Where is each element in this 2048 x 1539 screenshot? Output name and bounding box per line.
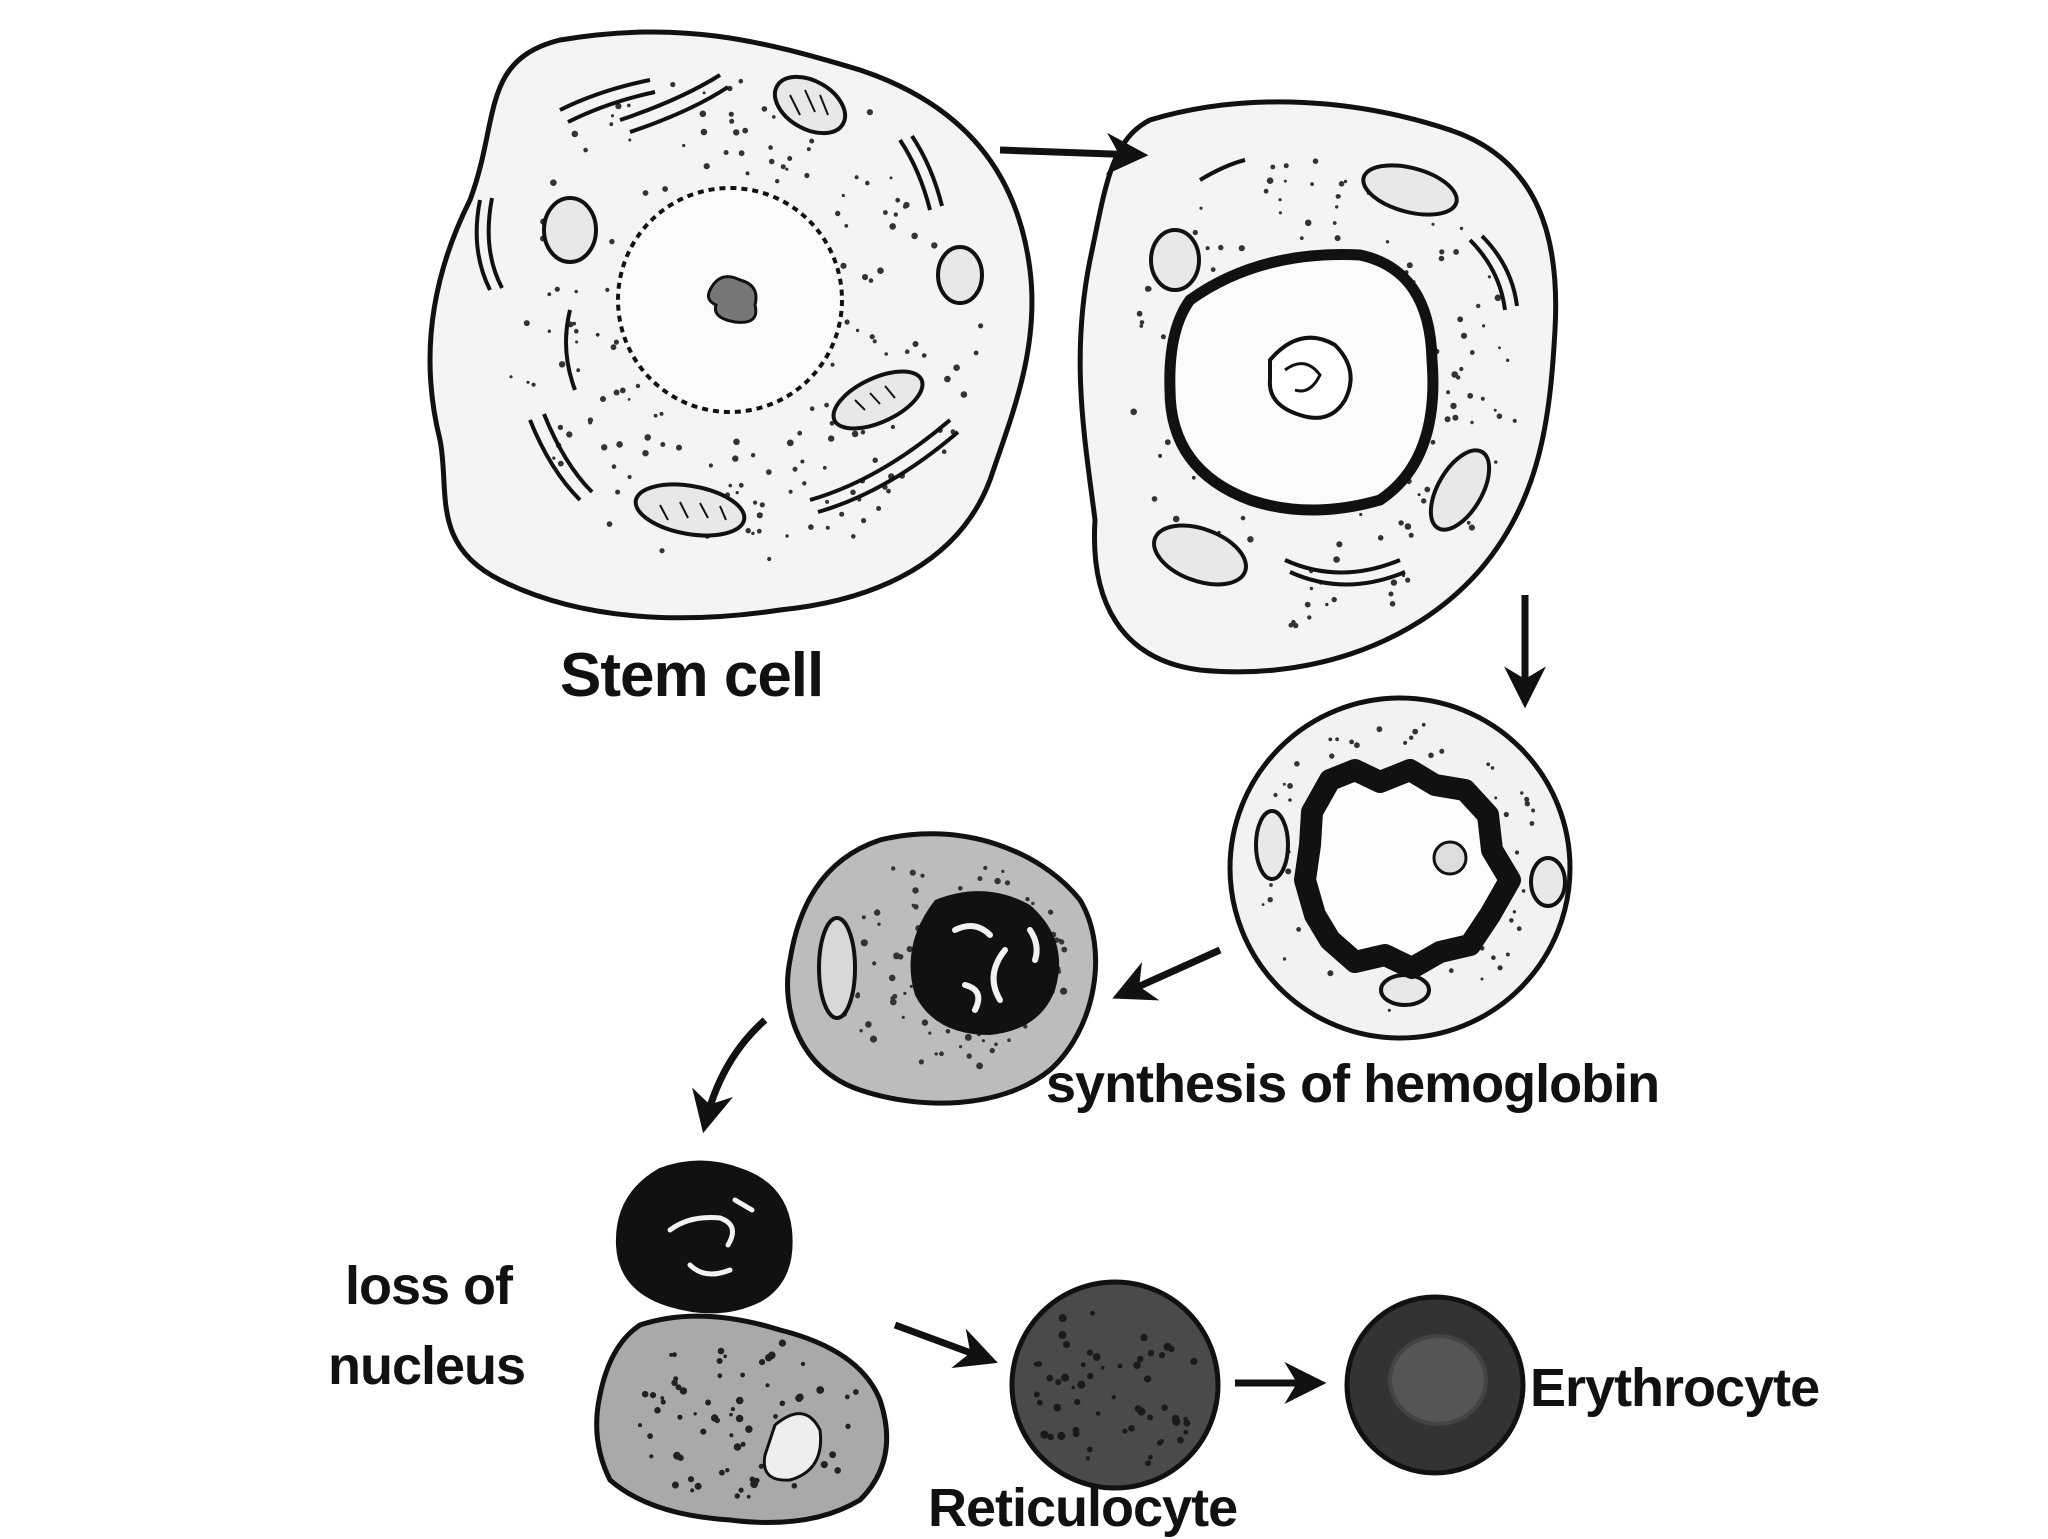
basophilic-erythroblast-nucleus [1294,759,1521,979]
reticulocyte-reticulum [1033,1310,1198,1467]
polychromatic-erythroblast-chromatin-gaps [952,923,1040,1013]
basophilic-erythroblast-granules [1259,722,1548,1012]
label-reticulocyte: Reticulocyte [928,1478,1238,1538]
basophilic-erythroblast [1227,695,1573,1041]
polychromatic-erythroblast [785,831,1099,1106]
label-hemoglobin-synthesis: synthesis of hemoglobin [1046,1054,1660,1114]
label-nucleus: nucleus [328,1336,526,1396]
arrow-polychromatic-to-orthochromatic [692,1017,768,1134]
proerythroblast [1077,99,1559,675]
erythrocyte [1344,1294,1526,1476]
progression-arrows [692,132,1546,1404]
label-stem-cell: Stem cell [560,641,824,710]
arrow-basophilic-to-polychromatic [1112,946,1222,1001]
label-loss-of: loss of [345,1256,513,1316]
orthochromatic-erythroblast-remnant [762,1412,823,1482]
orthochromatic-erythroblast [594,1313,890,1525]
stem-cell-organelles [474,73,960,514]
basophilic-erythroblast-mitochondria [1254,809,1567,1007]
stem-cell-mitochondria [542,74,984,538]
arrow-orthochromatic-to-reticulocyte [893,1321,998,1369]
reticulocyte [1009,1279,1221,1491]
arrow-stem-to-proerythroblast [999,132,1149,175]
stem-cell-mitochondria-cristae [659,89,896,521]
label-erythrocyte: Erythrocyte [1530,1358,1820,1418]
extruded-nucleus-body [615,1160,793,1314]
polychromatic-erythroblast-nucleus [910,891,1060,1035]
stem-cell-nucleolus [707,275,758,324]
stem-cell [427,29,1035,621]
polychromatic-erythroblast-mitochondrion [817,916,857,1020]
reticulocyte-body [1009,1279,1221,1491]
proerythroblast-nucleolus [1267,335,1353,420]
proerythroblast-mitochondria [1149,163,1492,587]
erythrocyte-central-pallor [1388,1334,1488,1426]
extruded-nucleus [615,1160,793,1314]
proerythroblast-organelles [1198,158,1519,587]
basophilic-erythroblast-nucleolus [1432,840,1468,876]
